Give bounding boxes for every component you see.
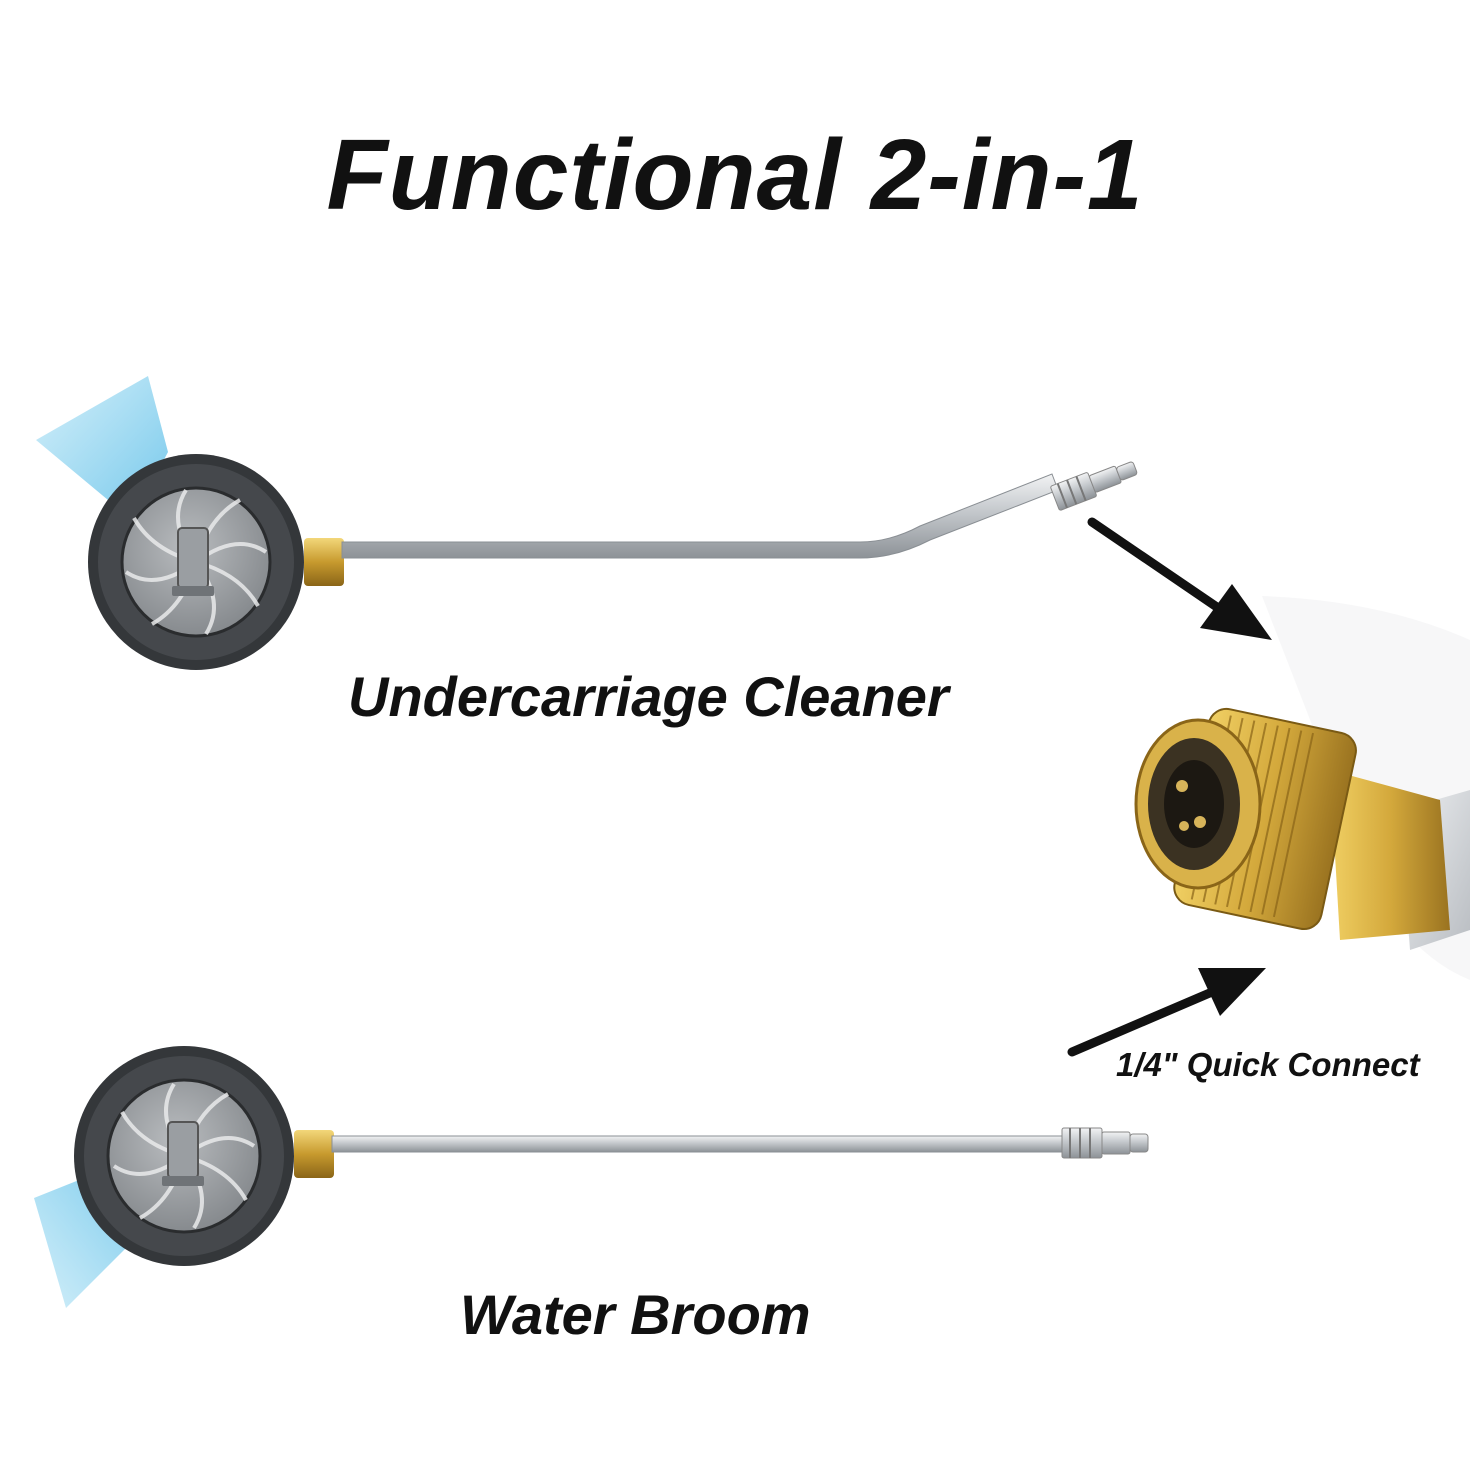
quick-connect-coupler [1134, 596, 1470, 980]
quick-connect-plug [1061, 1127, 1149, 1159]
arrow-icon [1087, 517, 1272, 640]
nozzle-center [177, 527, 209, 589]
nozzle-center [167, 1121, 199, 1179]
brass-joint [304, 538, 344, 586]
quick-connect-plug [1050, 461, 1138, 511]
arrow-icon [1067, 968, 1266, 1057]
undercarriage-cleaner-label: Undercarriage Cleaner [348, 665, 949, 728]
wand-tube [341, 473, 1059, 559]
wand-tube [331, 1135, 1065, 1153]
undercarriage-cleaner [36, 376, 1138, 670]
water-broom-label: Water Broom [460, 1283, 811, 1346]
page-title: Functional 2-in-1 [326, 119, 1144, 231]
quick-connect-label: 1/4" Quick Connect [1116, 1046, 1420, 1083]
water-broom [34, 1046, 1149, 1308]
brass-joint [294, 1130, 334, 1178]
